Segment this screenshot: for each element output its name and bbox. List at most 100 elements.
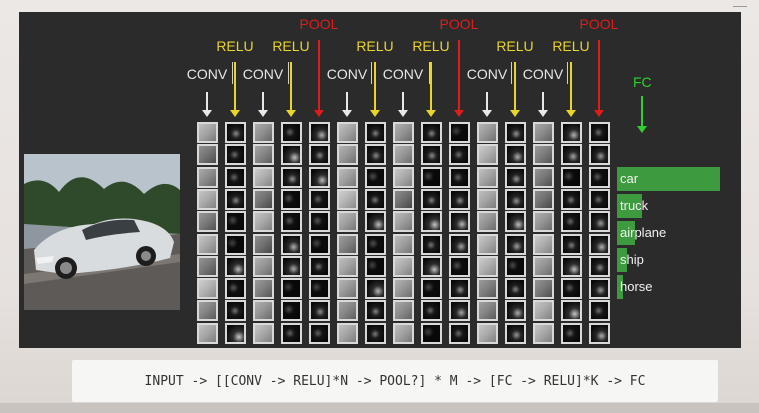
top-divider (733, 6, 747, 7)
score-bar (617, 221, 635, 245)
activation-map (505, 166, 526, 188)
activation-map (561, 233, 582, 255)
activation-map (365, 211, 386, 233)
activation-map (589, 188, 610, 210)
activation-map (533, 322, 554, 344)
activation-map (589, 122, 610, 143)
activation-map (197, 255, 218, 277)
activation-map (589, 278, 610, 300)
activation-map (225, 278, 246, 300)
activation-map (561, 144, 582, 166)
activation-map (281, 255, 302, 277)
activation-map (533, 211, 554, 233)
activation-map (197, 211, 218, 233)
activation-map (393, 166, 414, 188)
activation-map (197, 278, 218, 300)
activation-map (309, 322, 330, 344)
layer-label-relu: RELU (356, 38, 394, 54)
activation-map (421, 300, 442, 322)
down-arrow-icon (230, 62, 240, 117)
activation-map (393, 278, 414, 300)
activation-map (337, 300, 358, 322)
activation-map (365, 188, 386, 210)
fc-label: FC (633, 74, 652, 90)
layer-label-conv: CONV (522, 66, 564, 82)
activation-map (365, 144, 386, 166)
down-arrow-icon (510, 62, 520, 117)
activation-map (505, 278, 526, 300)
down-arrow-icon (538, 92, 548, 117)
activation-map (365, 300, 386, 322)
layer-label-pool: POOL (439, 16, 479, 32)
activation-map (449, 144, 470, 166)
down-arrow-icon (314, 40, 324, 117)
activation-map (505, 122, 526, 143)
activation-map (561, 300, 582, 322)
activation-map (337, 322, 358, 344)
activation-map (225, 166, 246, 188)
activation-map (365, 322, 386, 344)
down-arrow-icon (637, 96, 647, 133)
activation-map (449, 233, 470, 255)
activation-map (533, 255, 554, 277)
activation-map (393, 188, 414, 210)
activation-map (281, 322, 302, 344)
activation-map (309, 255, 330, 277)
activation-map (253, 211, 274, 233)
activation-map (197, 188, 218, 210)
label-separator (371, 62, 372, 84)
activation-map (365, 166, 386, 188)
activation-map (253, 278, 274, 300)
down-arrow-icon (370, 62, 380, 117)
input-car-photo (24, 154, 180, 310)
activation-map (281, 300, 302, 322)
activation-map (197, 300, 218, 322)
activation-map (253, 255, 274, 277)
activation-map (561, 322, 582, 344)
activation-map (309, 122, 330, 143)
activation-map (337, 233, 358, 255)
activation-map (421, 122, 442, 143)
activation-map (253, 144, 274, 166)
down-arrow-icon (342, 92, 352, 117)
activation-map (449, 166, 470, 188)
activation-map (225, 188, 246, 210)
activation-map (197, 322, 218, 344)
layer-label-pool: POOL (299, 16, 339, 32)
activation-map (561, 166, 582, 188)
label-separator (511, 62, 512, 84)
activation-map (449, 255, 470, 277)
activation-map (225, 300, 246, 322)
down-arrow-icon (258, 92, 268, 117)
layer-label-relu: RELU (496, 38, 534, 54)
label-separator (232, 62, 233, 84)
activation-map (477, 322, 498, 344)
activation-map (393, 233, 414, 255)
activation-map (477, 188, 498, 210)
layer-label-relu: RELU (216, 38, 254, 54)
activation-map (477, 122, 498, 143)
class-label: airplane (620, 225, 667, 240)
activation-map (589, 166, 610, 188)
activation-map (225, 144, 246, 166)
class-label: car (620, 171, 639, 186)
activation-map (225, 122, 246, 143)
layer-label-pool: POOL (579, 16, 619, 32)
layer-label-relu: RELU (272, 38, 310, 54)
activation-map (477, 144, 498, 166)
activation-map (393, 144, 414, 166)
activation-map (365, 255, 386, 277)
activation-map (505, 188, 526, 210)
activation-map (365, 122, 386, 143)
activation-map (337, 188, 358, 210)
activation-map (253, 188, 274, 210)
class-label: horse (620, 279, 653, 294)
activation-map (449, 278, 470, 300)
activation-map (253, 122, 274, 143)
activation-map (253, 166, 274, 188)
score-bar (617, 275, 623, 299)
activation-map (477, 278, 498, 300)
down-arrow-icon (566, 62, 576, 117)
activation-map (477, 166, 498, 188)
activation-map (337, 255, 358, 277)
